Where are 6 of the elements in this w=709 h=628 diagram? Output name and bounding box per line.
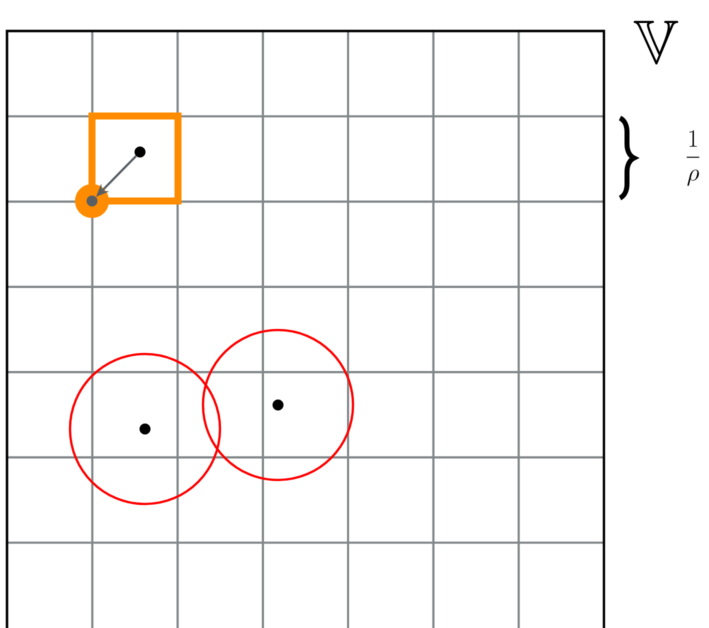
dot bbox=[140, 424, 150, 434]
dot bbox=[86, 196, 98, 206]
fraction: $\frac{1}{\rho}$ bbox=[686, 130, 700, 186]
dot bbox=[272, 400, 284, 410]
space-symbol: $\mathbb{V}$ bbox=[634, 20, 678, 65]
dot bbox=[134, 146, 146, 158]
